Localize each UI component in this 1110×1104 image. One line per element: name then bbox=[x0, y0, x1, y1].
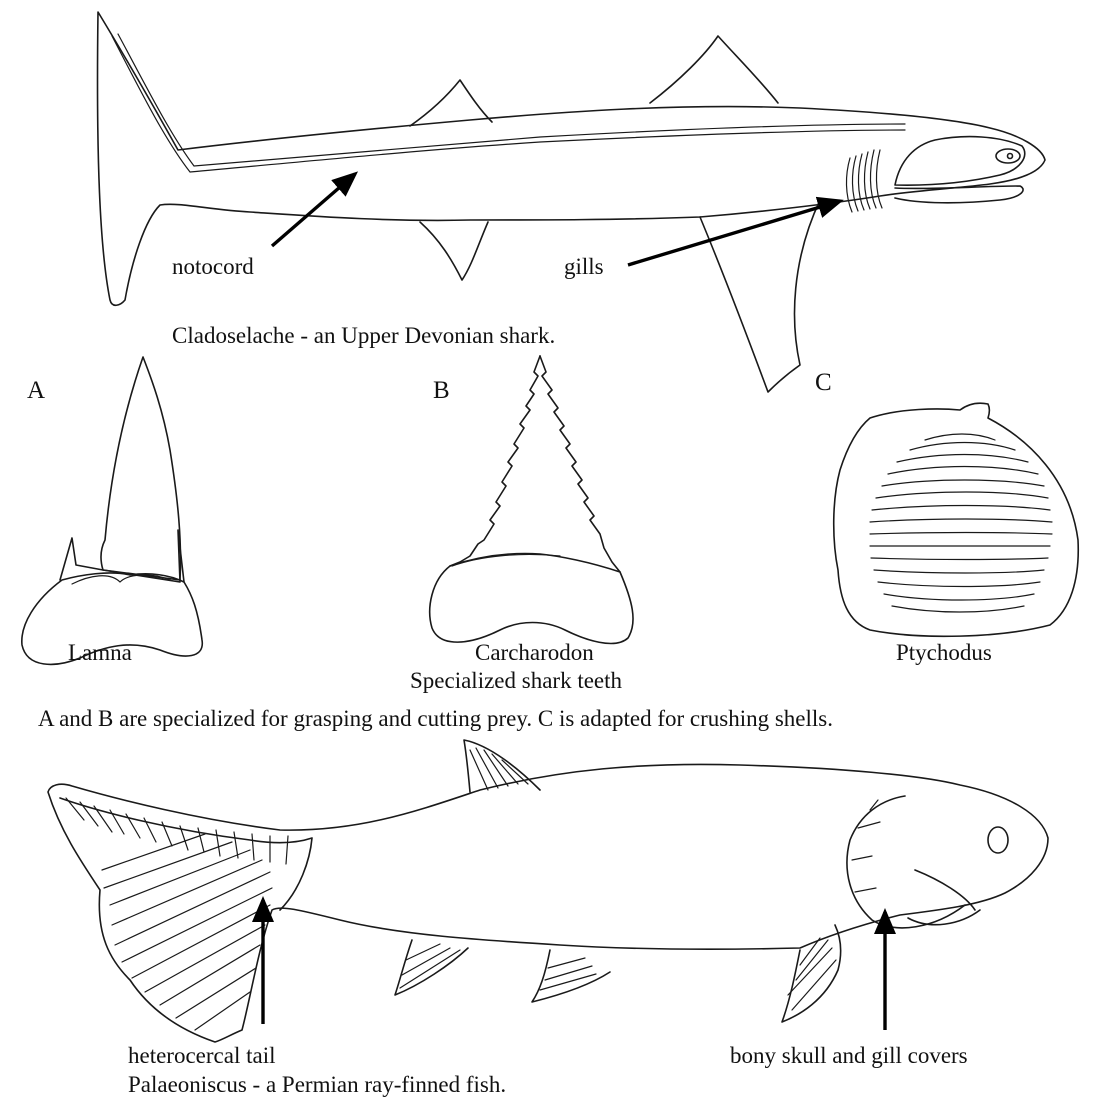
shark-head-outline bbox=[895, 137, 1025, 186]
gills-label: gills bbox=[564, 254, 604, 279]
gills-arrow bbox=[628, 201, 840, 265]
palaeoniscus-drawing: heterocercal tail bony skull and gill co… bbox=[48, 740, 1048, 1097]
shark-pelvic-fin bbox=[420, 222, 488, 280]
shark-notochord bbox=[112, 36, 905, 172]
shark-caption: Cladoselache - an Upper Devonian shark. bbox=[172, 323, 555, 348]
tooth-c-name: Ptychodus bbox=[896, 640, 992, 665]
tooth-b-name: Carcharodon bbox=[475, 640, 594, 665]
carcharodon-tooth-drawing bbox=[430, 356, 633, 643]
ptychodus-tooth-drawing bbox=[834, 403, 1079, 636]
lamna-tooth-drawing bbox=[22, 357, 202, 664]
fish-eye bbox=[988, 827, 1008, 853]
skull-label: bony skull and gill covers bbox=[730, 1043, 968, 1068]
teeth-section: A Lamna B Carcharodon Specialized shark … bbox=[22, 356, 1078, 731]
fish-pelvic-fin bbox=[532, 950, 610, 1002]
shark-gills bbox=[846, 150, 882, 212]
teeth-caption: A and B are specialized for grasping and… bbox=[38, 706, 833, 731]
tail-label: heterocercal tail bbox=[128, 1043, 275, 1068]
shark-lower-jaw bbox=[895, 186, 1023, 203]
tooth-b-letter: B bbox=[433, 377, 450, 404]
teeth-subcaption: Specialized shark teeth bbox=[410, 668, 623, 693]
tooth-a-letter: A bbox=[27, 377, 45, 404]
fish-tail-hatching bbox=[102, 834, 272, 1030]
fish-body-outline bbox=[48, 764, 1048, 1042]
ptychodus-ridges bbox=[870, 434, 1052, 612]
notocord-arrow bbox=[272, 174, 355, 246]
tooth-a-name: Lamna bbox=[68, 640, 132, 665]
shark-pectoral-fin bbox=[700, 200, 820, 392]
fish-pectoral-fin bbox=[782, 925, 841, 1022]
shark-first-dorsal-fin bbox=[650, 36, 778, 103]
fish-caption: Palaeoniscus - a Permian ray-finned fish… bbox=[128, 1072, 506, 1097]
cladoselache-drawing: notocord gills Cladoselache - an Upper D… bbox=[98, 12, 1046, 392]
tooth-c-letter: C bbox=[815, 369, 832, 396]
notocord-label: notocord bbox=[172, 254, 254, 279]
